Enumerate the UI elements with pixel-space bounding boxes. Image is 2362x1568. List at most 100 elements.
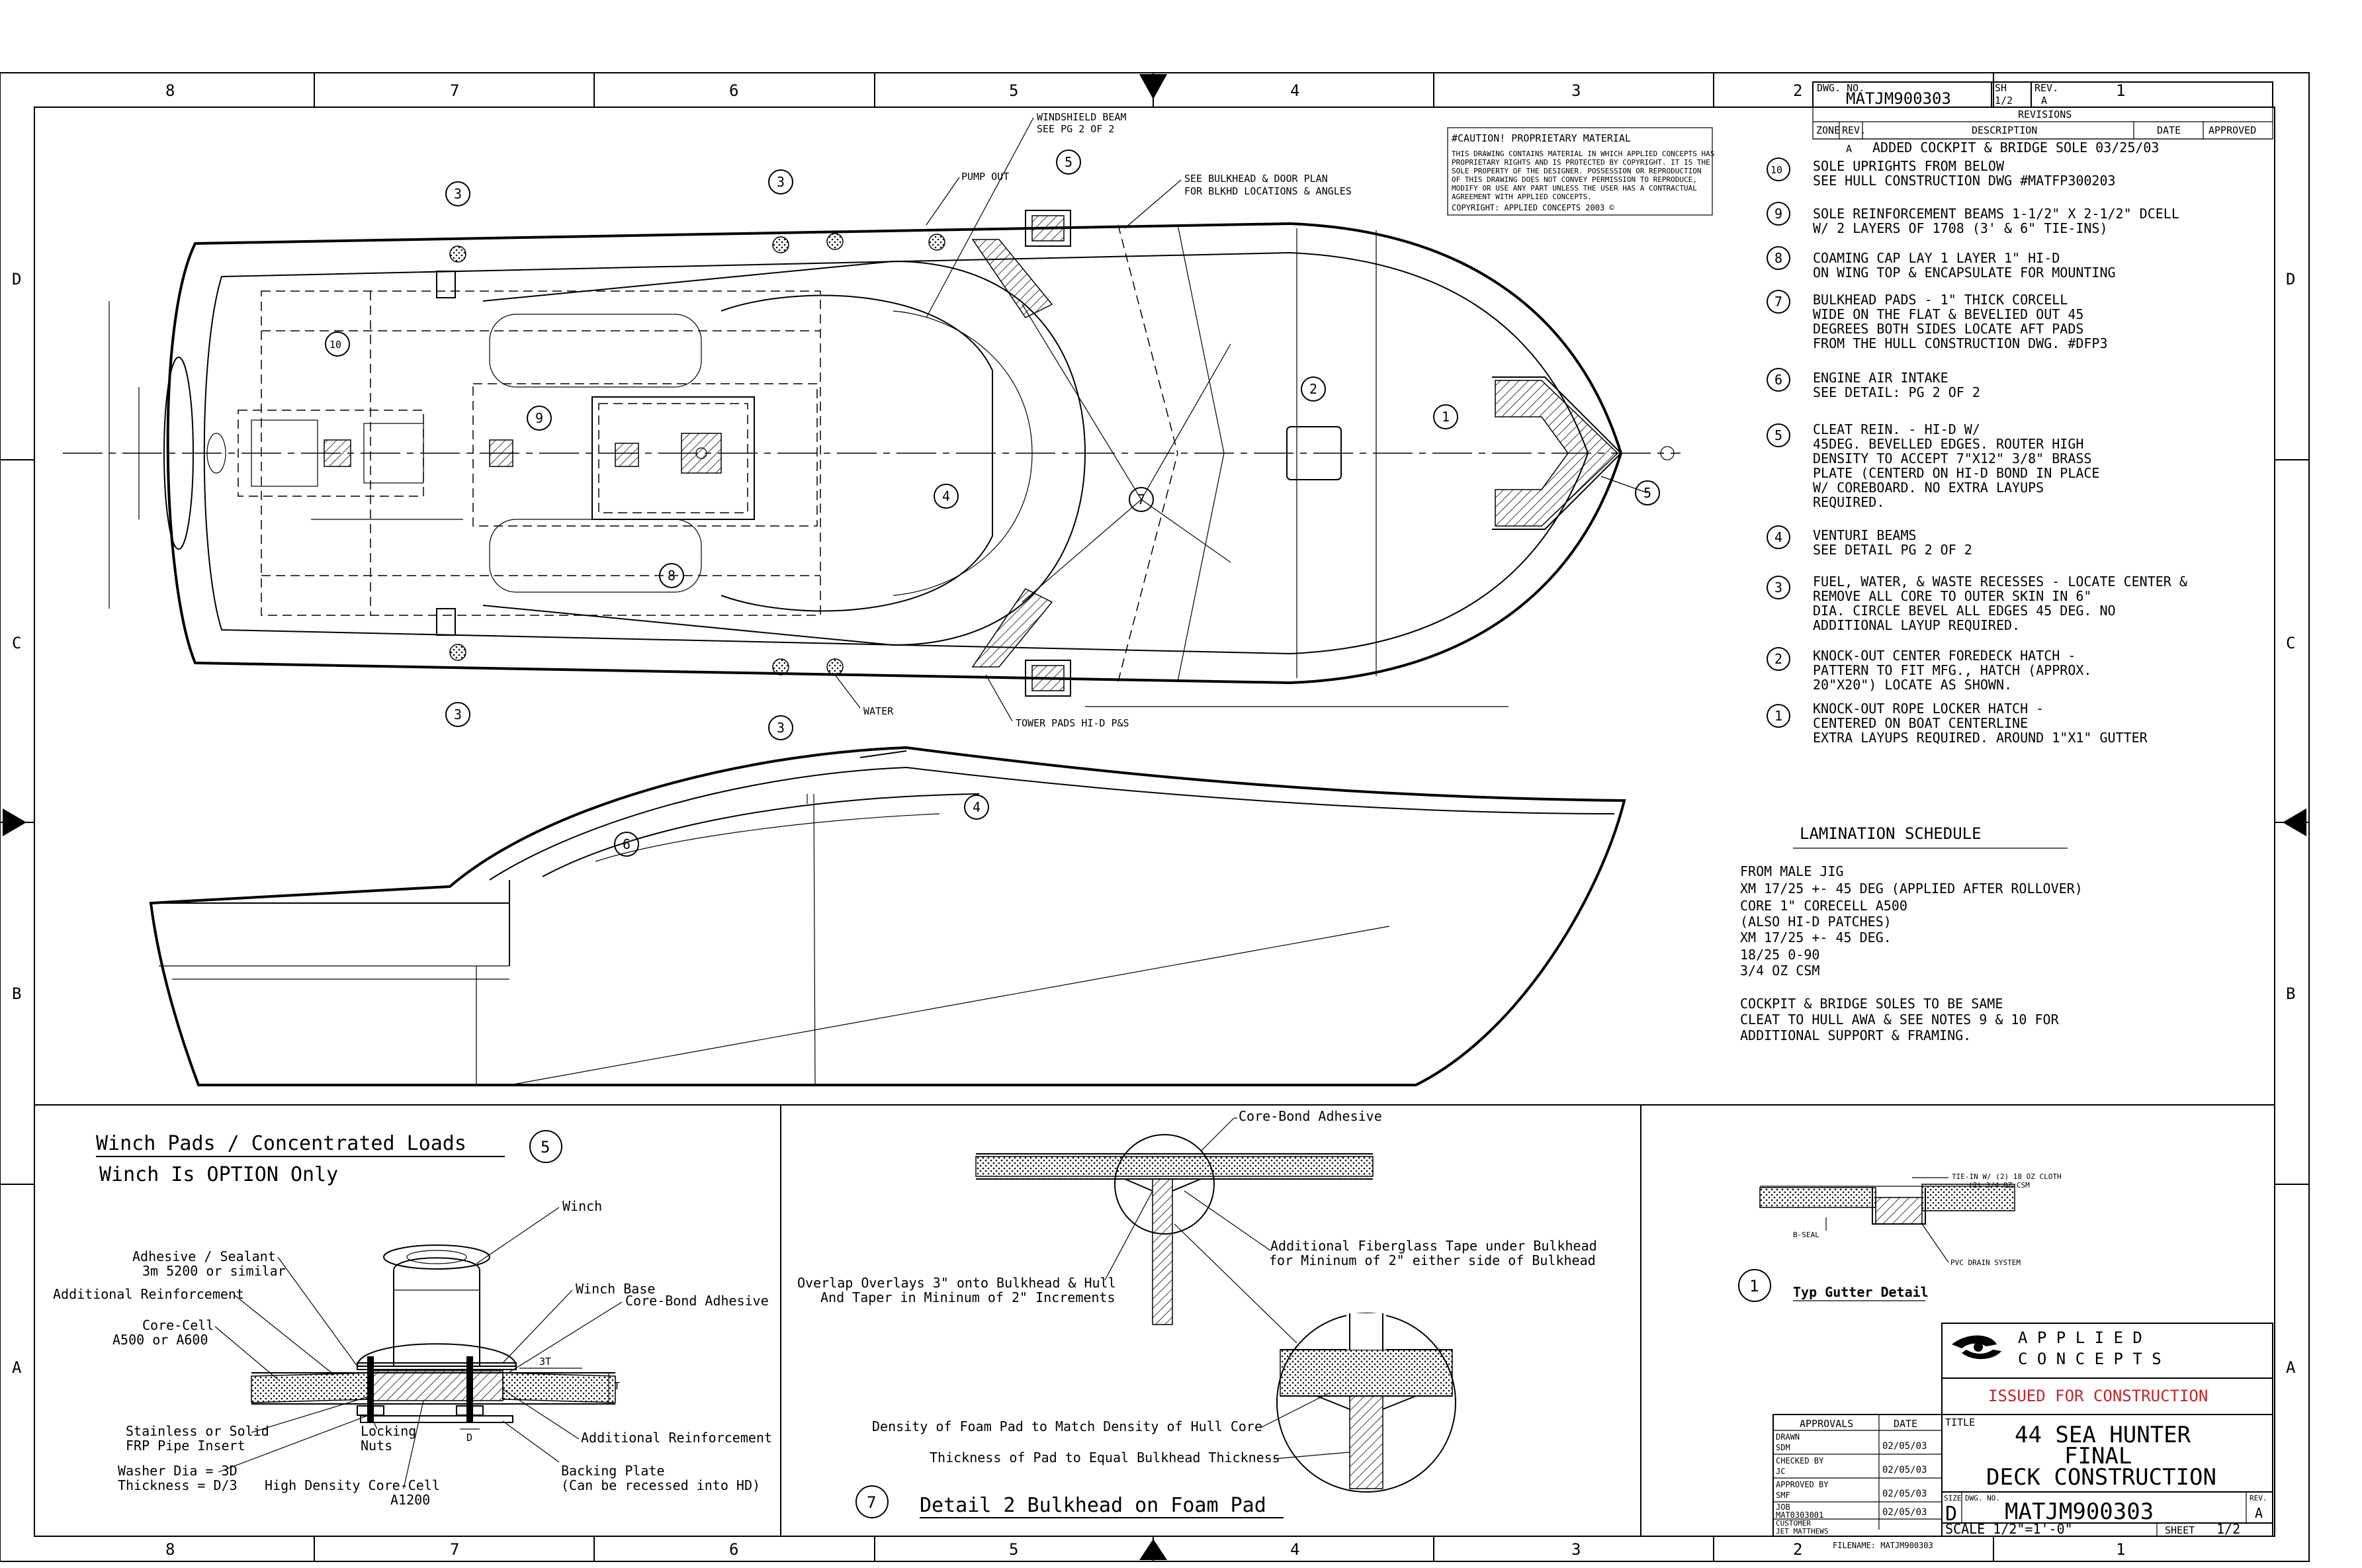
svg-text:Density of Foam Pad to Match D: Density of Foam Pad to Match Density of … [872,1418,1262,1434]
svg-text:REMOVE ALL CORE TO OUTER SKIN: REMOVE ALL CORE TO OUTER SKIN IN 6" [1813,588,2091,604]
svg-text:CORE 1" CORECELL A500: CORE 1" CORECELL A500 [1740,898,1907,914]
svg-text:8: 8 [1774,250,1782,266]
svg-text:Thickness of Pad to Equal Bulk: Thickness of Pad to Equal Bulkhead Thick… [930,1450,1280,1465]
svg-text:T: T [614,1380,620,1392]
svg-text:JC: JC [1776,1467,1785,1476]
svg-text:FILENAME: MATJM900303: FILENAME: MATJM900303 [1833,1541,1933,1550]
svg-text:SH: SH [1995,82,2007,94]
svg-text:45DEG. BEVELLED EDGES. ROUTER: 45DEG. BEVELLED EDGES. ROUTER HIGH [1813,436,2083,452]
svg-text:C: C [2286,634,2295,652]
svg-text:High Density Core-Cell: High Density Core-Cell [265,1477,440,1493]
svg-text:EXTRA LAYUPS REQUIRED. AROUND: EXTRA LAYUPS REQUIRED. AROUND 1"X1" GUTT… [1813,730,2148,746]
svg-text:ADDITIONAL LAYUP REQUIRED.: ADDITIONAL LAYUP REQUIRED. [1813,617,2020,633]
svg-text:9: 9 [1774,206,1782,222]
svg-text:XM 17/25 +- 45 DEG.: XM 17/25 +- 45 DEG. [1740,930,1892,945]
svg-text:2: 2 [1793,81,1802,100]
title-block: A P P L I E D C O N C E P T S ISSUED FOR… [1941,1323,2273,1537]
svg-text:8: 8 [165,81,175,100]
svg-text:Additional Reinforcement: Additional Reinforcement [53,1286,244,1302]
svg-text:A: A [12,1358,22,1377]
svg-text:COAMING CAP LAY 1 LAYER 1" HI-: COAMING CAP LAY 1 LAYER 1" HI-D [1813,250,2060,266]
svg-text:Core-Bond Adhesive: Core-Bond Adhesive [1239,1108,1382,1124]
svg-text:Backing Plate: Backing Plate [561,1463,665,1479]
svg-text:REV.: REV. [2250,1494,2267,1503]
svg-text:JET MATTHEWS: JET MATTHEWS [1776,1527,1828,1536]
svg-text:D: D [1945,1503,1957,1526]
svg-text:ON WING TOP & ENCAPSULATE FOR: ON WING TOP & ENCAPSULATE FOR MOUNTING [1813,265,2116,281]
svg-text:KNOCK-OUT ROPE LOCKER HATCH -: KNOCK-OUT ROPE LOCKER HATCH - [1813,701,2044,717]
svg-text:FROM MALE JIG: FROM MALE JIG [1740,863,1844,879]
plan-callouts: 3 3 3 3 5 5 10 9 8 4 7 2 1 WINDSHIELD BE… [325,111,1660,740]
svg-text:3: 3 [454,186,462,202]
svg-text:2: 2 [1309,381,1317,397]
svg-text:And Taper in Mininum of 2" Inc: And Taper in Mininum of 2" Increments [820,1289,1115,1305]
svg-text:20"X20") LOCATE AS SHOWN.: 20"X20") LOCATE AS SHOWN. [1813,677,2012,693]
svg-text:1: 1 [1774,708,1782,724]
svg-text:B-SEAL: B-SEAL [1793,1231,1819,1239]
svg-text:JOB: JOB [1776,1503,1790,1512]
svg-text:APPROVED BY: APPROVED BY [1776,1480,1829,1489]
svg-text:Winch Pads / Concentrated Load: Winch Pads / Concentrated Loads [96,1132,466,1155]
svg-text:2: 2 [1793,1540,1802,1559]
svg-text:XM 17/25 +- 45 DEG (APPLIED AF: XM 17/25 +- 45 DEG (APPLIED AFTER ROLLOV… [1740,881,2083,896]
svg-text:Core-Cell: Core-Cell [142,1317,214,1333]
svg-text:Typ Gutter Detail: Typ Gutter Detail [1793,1284,1929,1300]
svg-text:AGREEMENT WITH APPLIED CONCEPT: AGREEMENT WITH APPLIED CONCEPTS. [1452,193,1592,201]
svg-text:A500 or A600: A500 or A600 [112,1332,208,1348]
svg-text:for Mininum of 2" either side: for Mininum of 2" either side of Bulkhea… [1269,1252,1596,1268]
svg-text:BULKHEAD PADS - 1" THICK CORCE: BULKHEAD PADS - 1" THICK CORCELL [1813,292,2068,308]
svg-text:1/2: 1/2 [2216,1521,2240,1537]
svg-text:MATJM900303: MATJM900303 [1846,89,1951,108]
svg-text:3: 3 [454,707,462,722]
svg-text:ADDED COCKPIT & BRIDGE SOLE 0: ADDED COCKPIT & BRIDGE SOLE 03/25/03 [1872,140,2159,155]
svg-text:Winch: Winch [562,1198,602,1214]
approvals-block: APPROVALS DATE DRAWN SDM 02/05/03 CHECKE… [1772,1414,1943,1550]
svg-text:COCKPIT & BRIDGE SOLES TO BE S: COCKPIT & BRIDGE SOLES TO BE SAME [1740,996,2003,1012]
svg-text:2: 2 [1774,651,1782,667]
svg-text:B: B [12,984,21,1003]
svg-text:TIE-IN W/ (2) 18 OZ CLOTH: TIE-IN W/ (2) 18 OZ CLOTH [1952,1172,2062,1181]
deck-plan-view [63,210,1681,707]
svg-text:SEE BULKHEAD & DOOR PLAN: SEE BULKHEAD & DOOR PLAN [1184,173,1328,185]
svg-text:9: 9 [535,410,543,426]
svg-text:ISSUED FOR CONSTRUCTION: ISSUED FOR CONSTRUCTION [1988,1387,2208,1405]
svg-text:02/05/03: 02/05/03 [1882,1489,1927,1499]
svg-text:ENGINE AIR INTAKE: ENGINE AIR INTAKE [1813,370,1948,386]
svg-text:PLATE (CENTERD ON HI-D BOND IN: PLATE (CENTERD ON HI-D BOND IN PLACE [1813,465,2099,481]
note-9: 9 SOLE REINFORCEMENT BEAMS 1-1/2" X 2-1/… [1767,202,2179,236]
note-3: 3 FUEL, WATER, & WASTE RECESSES - LOCATE… [1767,574,2187,633]
svg-text:SOLE PROPERTY OF THE DESIGNER.: SOLE PROPERTY OF THE DESIGNER. POSSESSIO… [1452,167,1702,175]
svg-text:3: 3 [1571,81,1581,100]
svg-text:Washer Dia = 3D: Washer Dia = 3D [118,1463,238,1479]
svg-text:DEGREES BOTH SIDES LOCATE AFT: DEGREES BOTH SIDES LOCATE AFT PADS [1813,321,2083,337]
svg-text:1: 1 [2116,1540,2125,1559]
svg-text:6: 6 [1774,372,1782,388]
svg-text:6: 6 [729,1540,738,1559]
svg-text:3: 3 [1571,1540,1581,1559]
svg-text:Thickness = D/3: Thickness = D/3 [118,1477,238,1493]
svg-text:10: 10 [329,339,341,351]
svg-text:REVISIONS: REVISIONS [2018,109,2072,120]
svg-text:#CAUTION! PROPRIETARY MATERIA: #CAUTION! PROPRIETARY MATERIAL [1452,132,1631,144]
svg-text:D: D [12,270,21,288]
svg-text:SCALE 1/2"=1'-0": SCALE 1/2"=1'-0" [1945,1521,2073,1537]
svg-text:1: 1 [1749,1277,1759,1295]
svg-text:PVC DRAIN SYSTEM: PVC DRAIN SYSTEM [1950,1258,2021,1267]
svg-text:Stainless or Solid: Stainless or Solid [126,1423,269,1439]
svg-text:A: A [2286,1358,2296,1377]
gutter-detail: TIE-IN W/ (2) 18 OZ CLOTH (2) 3/4 OZ CSM… [1738,1172,2062,1302]
svg-text:REQUIRED.: REQUIRED. [1813,494,1884,510]
svg-text:DRAWN: DRAWN [1776,1432,1800,1442]
svg-text:3T: 3T [539,1356,551,1368]
svg-text:W/ COREBOARD. NO EXTRA LAYUPS: W/ COREBOARD. NO EXTRA LAYUPS [1813,480,2044,496]
detail-dividers [34,1104,2275,1536]
svg-text:5: 5 [1009,81,1018,100]
svg-text:SEE DETAIL: PG 2 OF 2: SEE DETAIL: PG 2 OF 2 [1813,384,1980,400]
svg-text:A: A [2041,95,2047,107]
svg-text:D: D [2286,270,2295,288]
column-labels-bottom: 8 7 6 5 4 3 2 1 [165,1540,2125,1559]
